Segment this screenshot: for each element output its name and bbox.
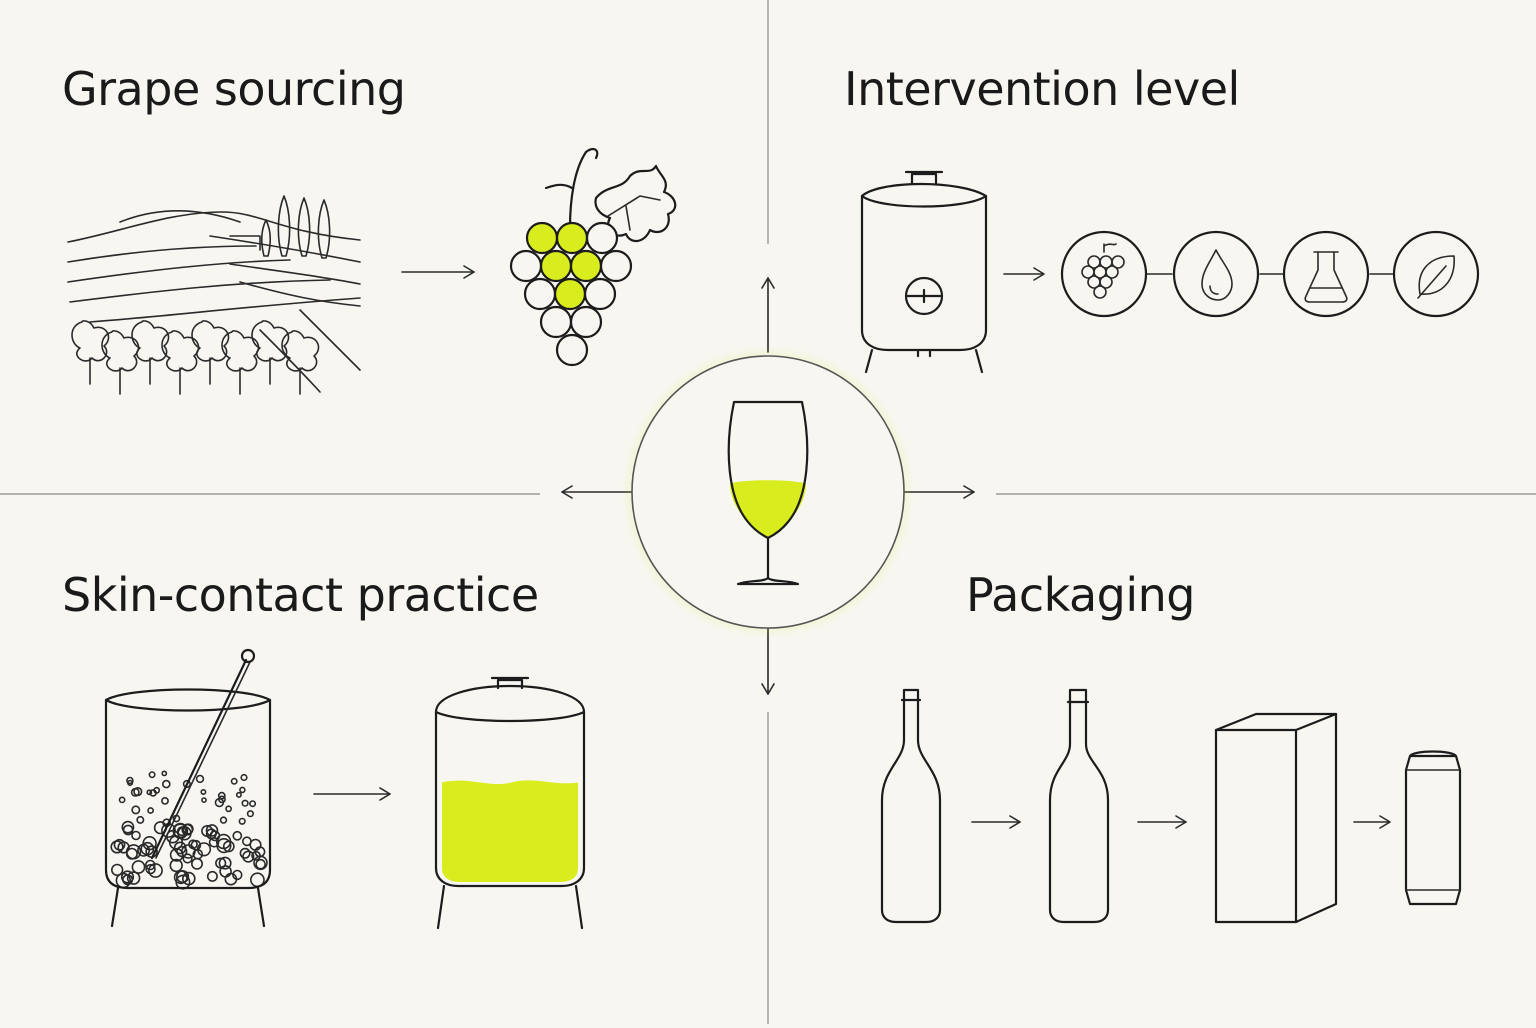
wine-box-icon (1214, 712, 1338, 924)
filled-tank-icon (434, 676, 586, 930)
water-drop-icon (1172, 230, 1260, 318)
slim-bottle-icon (1048, 688, 1110, 924)
center-arrows (561, 277, 975, 695)
fermentation-tank-icon (860, 170, 988, 374)
section-title-intervention-level: Intervention level (844, 62, 1240, 116)
arrow (1137, 815, 1187, 829)
grape-icon (1060, 230, 1148, 318)
arrow (313, 787, 391, 801)
flask-icon (1282, 230, 1370, 318)
arrow (1003, 267, 1045, 281)
leaf-icon (1392, 230, 1480, 318)
intervention-icon-row (1060, 230, 1480, 318)
arrow (401, 265, 475, 279)
maceration-vessel-icon (104, 648, 272, 928)
vineyard-icon (67, 195, 361, 395)
section-title-skin-contact: Skin-contact practice (62, 568, 539, 622)
wine-can-icon (1404, 750, 1462, 906)
grape-cluster-icon (509, 148, 677, 367)
wine-bottle-icon (880, 688, 942, 924)
arrow (971, 815, 1021, 829)
center-wine-glass (622, 346, 914, 638)
arrow (1353, 815, 1391, 829)
wine-glass-icon (727, 400, 809, 586)
section-title-packaging: Packaging (966, 568, 1196, 622)
section-title-grape-sourcing: Grape sourcing (62, 62, 406, 116)
